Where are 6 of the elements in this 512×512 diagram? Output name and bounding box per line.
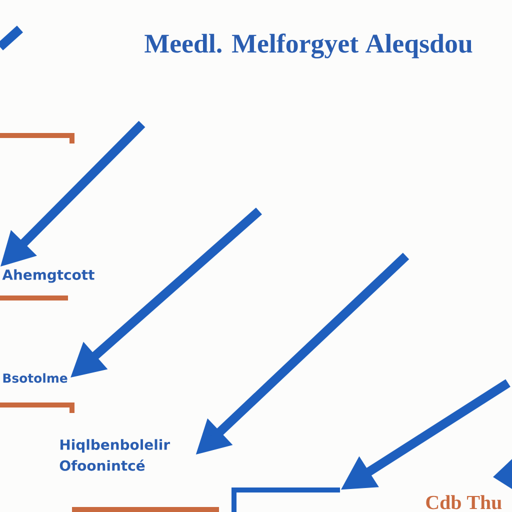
text-label: Cdb Thu [426, 495, 502, 510]
text-label: Ahemgtcott [2, 269, 94, 283]
title: Meedl. Melforgyet Aleqsdou [144, 34, 472, 58]
text-label: Hiqlbenbolelir Ofoonintcé [60, 439, 170, 471]
text-label: Bsotolme [3, 373, 68, 383]
box [232, 488, 340, 512]
